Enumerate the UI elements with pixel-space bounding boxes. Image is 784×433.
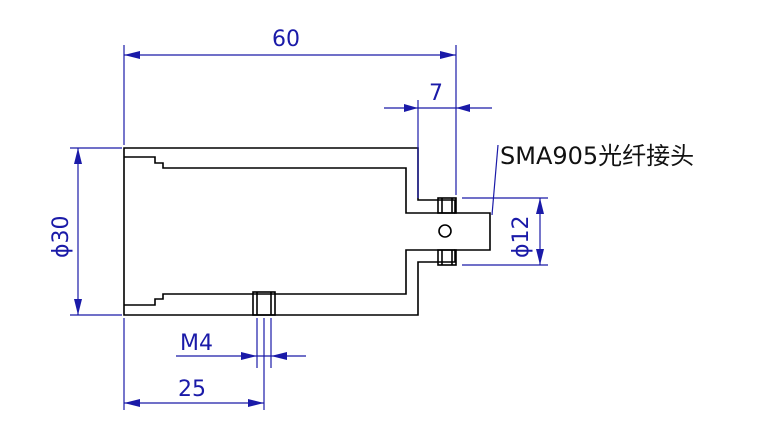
inner-cavity-profile — [124, 156, 455, 306]
overall-length-label: 60 — [272, 27, 300, 52]
dim-connector-diameter — [462, 197, 548, 266]
connector-thread-top — [437, 197, 457, 214]
m4-threaded-hole — [252, 291, 276, 316]
dim-outer-diameter — [70, 147, 122, 316]
dim-overall-length — [123, 45, 457, 195]
dim-thread — [176, 318, 306, 368]
connector-diameter-label: ϕ12 — [509, 215, 534, 258]
thread-label: M4 — [180, 331, 213, 356]
thread-position-label: 25 — [178, 377, 206, 402]
outer-body-profile — [123, 147, 491, 316]
fiber-hole — [438, 224, 452, 238]
callout-leader — [491, 144, 499, 216]
connector-callout-label: SMA905光纤接头 — [500, 142, 694, 170]
dim-connector-length — [384, 100, 492, 198]
connector-length-label: 7 — [429, 81, 443, 106]
dim-thread-position — [123, 318, 265, 410]
connector-thread-bottom — [437, 249, 457, 266]
dimension-lines — [70, 45, 548, 410]
part-outline — [123, 147, 491, 316]
outer-diameter-label: ϕ30 — [49, 215, 74, 258]
